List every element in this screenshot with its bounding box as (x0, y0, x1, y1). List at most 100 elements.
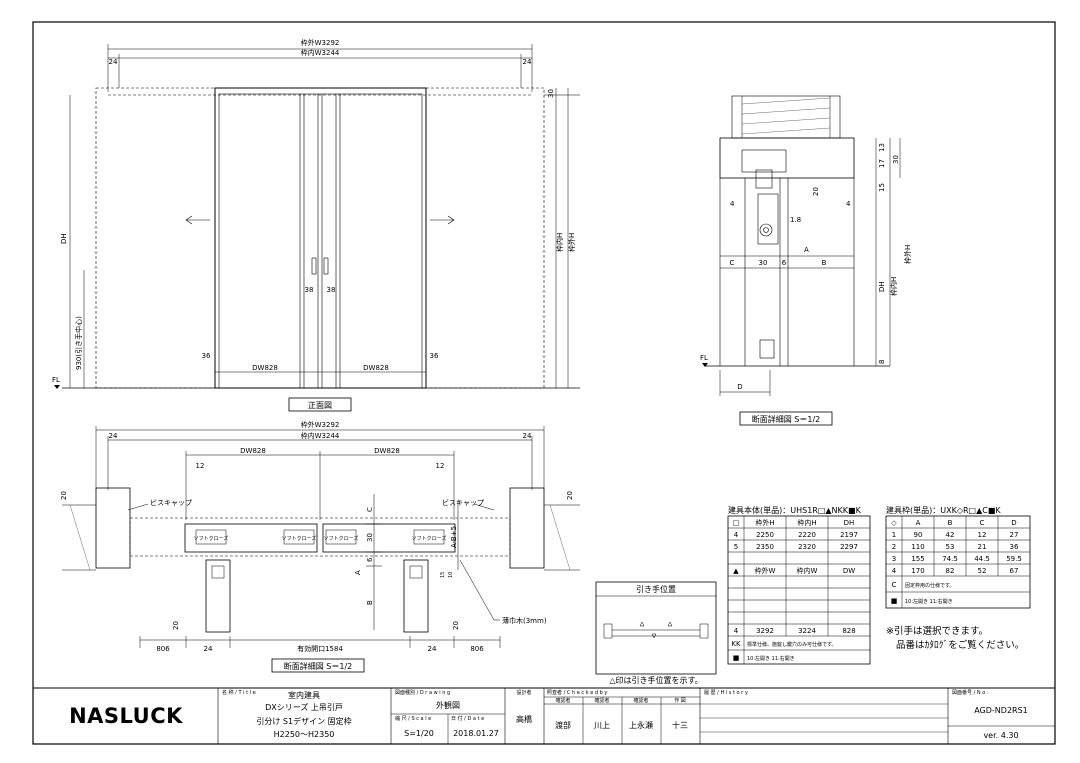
tf-r2c1: 155 (911, 555, 924, 563)
tb-kk-label: KK (731, 640, 741, 648)
dim-8: 8 (878, 360, 886, 364)
soft-close-1: ソフトクローズ (194, 535, 229, 542)
soft-close-2: ソフトクローズ (282, 535, 317, 542)
plan-wood-note: 薄巾木(3mm) (502, 616, 547, 625)
table-frame-labels: 建具枠(単品)：UXK◇R□▲C■K ◇ A B C D 1 90 42 12 … (886, 505, 1022, 605)
table-frame-title: 建具枠(単品)：UXK◇R□▲C■K (886, 505, 1001, 515)
drafter-head: 作 図 (674, 697, 686, 704)
handle-position-labels: 引き手位置 △印は引き手位置を示す。 (609, 584, 702, 685)
handle-pos-note: △印は引き手位置を示す。 (609, 675, 702, 685)
tf-r0c3: 12 (978, 531, 987, 539)
table-body-labels: 建具本体(単品)：UHS1R□▲NKK■K □ 枠外H 枠内H DH 4 225… (728, 505, 862, 662)
tb-h1: 枠外H (755, 518, 774, 527)
dim-inner-h: 枠内H (555, 233, 564, 252)
dim-20: 20 (812, 187, 820, 196)
checker-1: 渡部 (555, 720, 571, 730)
dim-17: 17 (878, 159, 886, 168)
tf-h2: B (948, 519, 953, 527)
plan-view-labels: 枠外W3292 枠内W3244 24 24 DW828 DW828 12 12 … (60, 420, 574, 671)
dim-15: 15 (878, 183, 886, 192)
section-view-caption: 断面詳細図 S＝1/2 (752, 414, 821, 424)
tb2-r0c3: 828 (842, 627, 855, 635)
drafter: 十三 (672, 720, 688, 730)
tb-h2-3: DW (843, 567, 855, 575)
plan-dim-c: C (366, 507, 374, 512)
plan-dim-20-right: 20 (566, 491, 574, 500)
tb-kk-note: 標準仕様。施錠し鍵穴のみ可仕様です。 (747, 641, 837, 648)
section-view-labels: 13 17 30 15 20 4 4 1.8 A C 30 6 B DH 枠内H… (700, 143, 912, 424)
dim-dh: DH (60, 233, 68, 244)
version: ver. 4.30 (983, 731, 1018, 740)
tf-r2c0: 3 (892, 555, 896, 563)
fl-marker-section: FL (700, 354, 708, 362)
plan-dim-inner-w: 枠内W3244 (301, 431, 340, 440)
company-logo: NASLUCK (69, 704, 183, 728)
plan-dim-outer-w: 枠外W3292 (301, 420, 340, 429)
section-view (702, 95, 901, 426)
drawing-no: AGD-ND2RS1 (974, 706, 1028, 715)
date-label: 日 付 / D a t e (451, 715, 484, 722)
title-block (32, 687, 1056, 745)
note-line-1: ※引手は選択できます。 (886, 625, 988, 637)
history-label: 履 歴 / H i s t o r y (704, 690, 748, 696)
checker-3: 上永瀬 (629, 720, 653, 730)
checker-3-head: 確認者 (633, 697, 648, 704)
front-view-caption: 正面図 (308, 401, 332, 410)
plan-dim-806-right: 806 (470, 645, 484, 653)
tb2-r0c2: 3224 (798, 627, 816, 635)
title-label: 名 称 / T i t l e (222, 689, 256, 696)
tf-r3c4: 67 (1010, 567, 1019, 575)
tf-r3c3: 52 (978, 567, 987, 575)
handle-pos-title: 引き手位置 (636, 584, 676, 594)
tb-r0c2: 2220 (798, 531, 816, 539)
dim-b: B (822, 259, 827, 267)
checked-by-label: 照査者 / C h e c k e d b y (547, 689, 607, 696)
plan-dim-24-right: 24 (428, 645, 437, 653)
plan-view (62, 426, 580, 673)
tf-r1c1: 110 (911, 543, 924, 551)
dim-13: 13 (878, 143, 886, 152)
tb-h2-2: 枠内W (797, 566, 818, 575)
designer-name: 高橋 (516, 714, 532, 724)
tb2-r0c0: 4 (734, 627, 739, 635)
drawing-no-label: 図面番号 / N o . (952, 689, 989, 696)
tb-r0c0: 4 (734, 531, 739, 539)
table-body (727, 515, 871, 665)
front-view (54, 44, 580, 412)
tf-h1: A (916, 519, 921, 527)
dim-dw-right: DW828 (363, 364, 389, 372)
plan-dim-806-left: 806 (156, 645, 170, 653)
tf-r1c3: 21 (978, 543, 987, 551)
tf-c-note: 固定枠用の仕様です。 (905, 582, 955, 589)
dim-top-30: 30 (547, 89, 555, 98)
tf-r0c0: 1 (892, 531, 896, 539)
dim-outer-h: 枠外H (567, 233, 576, 252)
tf-r0c1: 90 (914, 531, 923, 539)
tb-r1c1: 2350 (756, 543, 774, 551)
plan-dim-10: 10 (448, 572, 454, 578)
notes: ※引手は選択できます。 品番はｶﾀﾛｸﾞをご覧ください。 (886, 625, 1024, 651)
tf-h4: D (1011, 519, 1016, 527)
checker-2: 川上 (594, 721, 610, 730)
dim-dw-left: DW828 (252, 364, 278, 372)
dim-side-right: 24 (523, 58, 532, 66)
biscap-right: ビスキャップ (442, 498, 484, 507)
tb-h0: □ (733, 519, 740, 527)
plan-dim-b: B (366, 600, 374, 605)
dim-side-left: 24 (109, 58, 118, 66)
dim-handle-gap-right: 38 (327, 286, 336, 294)
tf-c-label: C (892, 581, 897, 589)
plan-view-caption: 断面詳細図 S＝1/2 (284, 661, 353, 671)
tf-r0c2: 42 (946, 531, 955, 539)
plan-dim-side-right: 24 (523, 432, 532, 440)
plan-dim-opening: 有効開口1584 (297, 644, 343, 653)
plan-dim-12-left: 12 (196, 462, 205, 470)
dim-inner-w: 枠内W3244 (301, 48, 340, 57)
tb-r1c3: 2297 (840, 543, 858, 551)
plan-dim-20-left: 20 (60, 491, 68, 500)
dim-6: 6 (782, 259, 787, 267)
tf-r3c2: 82 (946, 567, 955, 575)
soft-close-3: ソフトクローズ (324, 535, 359, 542)
dim-c: C (730, 259, 735, 267)
tf-r2c2: 74.5 (942, 555, 958, 563)
